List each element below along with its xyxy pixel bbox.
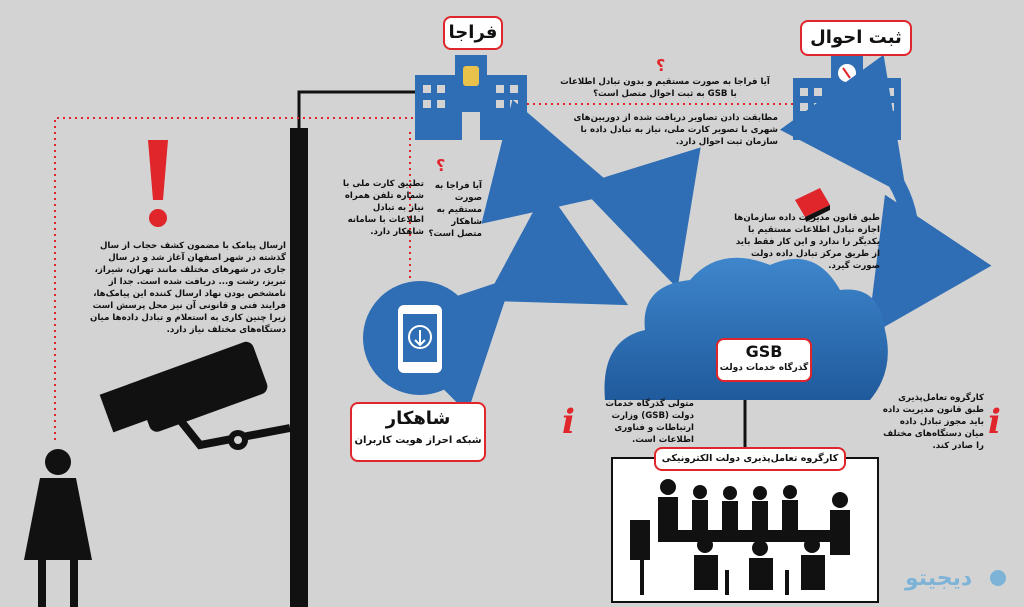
question-icon-shahkar: ؟ [436,156,446,175]
watermark-logo: ديجيتو [905,566,973,591]
meeting-people-icon [630,479,850,595]
shahkar-phone-icon [363,281,477,395]
gsb-title: GSB [745,342,783,361]
gsb-label: GSB گذرگاه خدمات دولت [716,338,812,382]
faraja-title: فراجا [443,16,503,50]
gsb-owner-text: متولی گذرگاه خدمات دولت (GSB) وزارت ارتب… [605,399,694,445]
workgroup-note-text: کارگروه تعامل‌پذیری طبق قانون مدیریت داد… [882,393,984,451]
question-faraja-shahkar: آیا فراجا به صورت مستقیم به شاهکار متصل … [428,181,482,239]
workgroup-title: کارگروه تعامل‌پذیری دولت الکترونیکی [654,447,846,471]
shahkar-subtitle: شبکه احراز هویت کاربران [354,435,482,446]
shahkar-title: شاهکار [385,408,451,429]
gsb-cloud [604,257,888,400]
law-book-icon [795,188,830,222]
id-match-text: تطبیق کارت ملی با شماره تلفن همراه نیاز … [342,179,424,237]
faraja-building-icon [415,55,527,140]
watermark-dot-icon [990,570,1006,586]
info-icon-left: i [562,402,575,442]
woman-figure-icon [24,449,92,607]
info-icon-right: i [988,402,1001,442]
question-faraja-sabt: آیا فراجا به صورت مستقیم و بدون تبادل اط… [560,77,770,99]
hijab-sms-text: ارسال پیامک با مضمون کشف حجاب از سال گذش… [90,241,286,335]
surveillance-camera-icon [99,341,291,450]
data-exchange-arrows [376,54,992,414]
gsb-subtitle: گذرگاه خدمات دولت [719,363,809,373]
sabt-ahval-title: ثبت احوال [800,20,912,56]
law-text: طبق قانون مدیریت داده سازمان‌ها اجازه تب… [734,213,880,271]
pole [290,128,308,607]
sabt-ahval-building-icon [793,55,901,140]
camera-match-text: مطابقت دادن تصاویر دریافت شده از دوربین‌… [573,113,778,147]
warning-exclamation-icon [148,140,168,227]
wire-line [297,90,415,128]
question-icon-top: ؟ [656,56,666,75]
shahkar-label: شاهکار شبکه احراز هویت کاربران [350,402,486,462]
